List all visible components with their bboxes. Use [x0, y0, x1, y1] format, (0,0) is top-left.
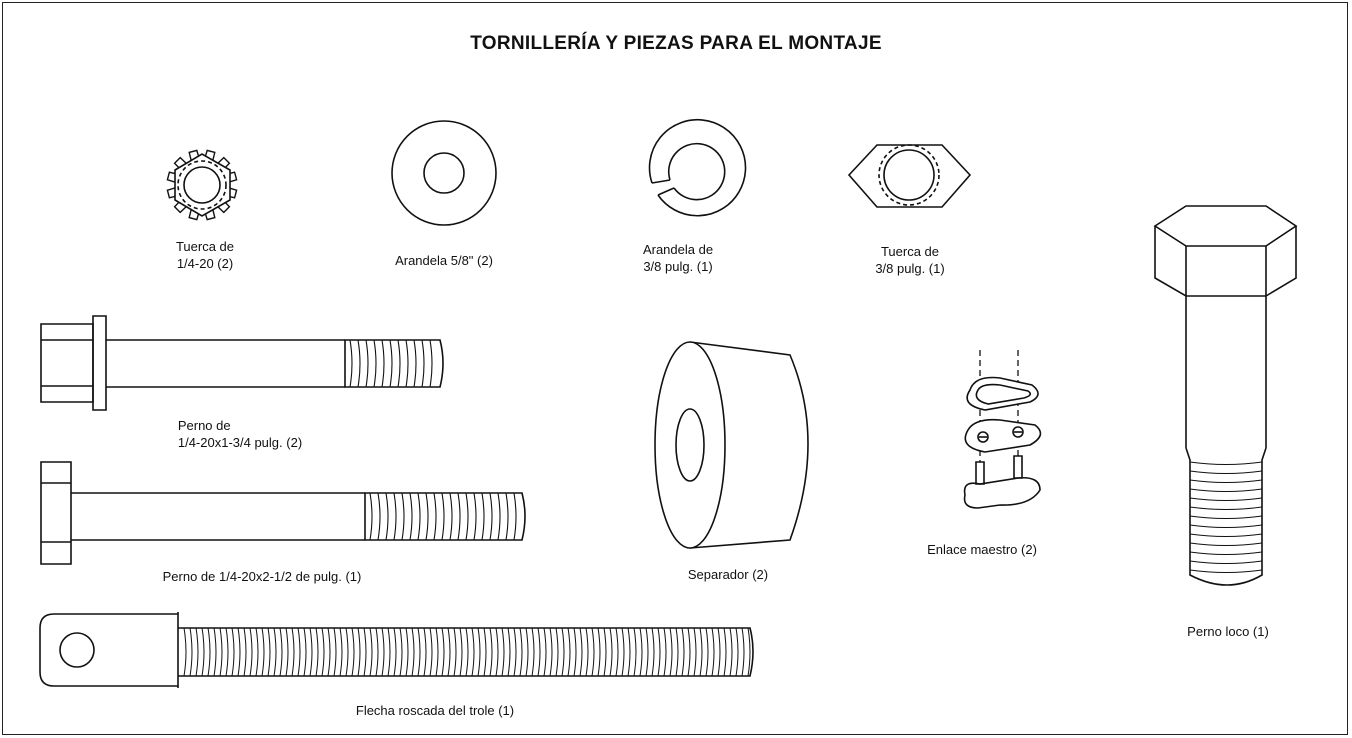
label-line: 1/4-20x1-3/4 pulg. (2) [177, 435, 303, 450]
idler-bolt-illustration [1155, 206, 1296, 585]
label-master-link: Enlace maestro (2) [927, 541, 1037, 558]
bolt-long-illustration [41, 462, 525, 564]
label-line: Perno de 1/4-20x2-1/2 de pulg. (1) [162, 569, 362, 584]
label-nut-3-8: Tuerca de 3/8 pulg. (1) [875, 243, 944, 277]
trolley-shaft-illustration [40, 612, 753, 688]
label-line: Tuerca de [880, 244, 940, 259]
label-line: Enlace maestro (2) [927, 542, 1037, 557]
label-nut-quarter: Tuerca de 1/4-20 (2) [176, 238, 234, 272]
nut-quarter-illustration [167, 150, 236, 219]
label-line: Flecha roscada del trole (1) [355, 703, 515, 718]
diagram-title: TORNILLERÍA Y PIEZAS PARA EL MONTAJE [470, 33, 882, 54]
label-line: 3/8 pulg. (1) [875, 261, 945, 276]
label-line: Tuerca de [175, 239, 235, 254]
label-line: Arandela 5/8" (2) [395, 253, 493, 268]
label-line: Separador (2) [687, 567, 769, 582]
label-line: 3/8 pulg. (1) [643, 259, 713, 274]
label-lock-washer: Arandela de 3/8 pulg. (1) [643, 241, 713, 275]
label-spacer: Separador (2) [688, 566, 768, 583]
label-line: 1/4-20 (2) [176, 256, 234, 271]
label-line: Perno loco (1) [1187, 624, 1269, 639]
lock-washer-illustration [650, 120, 746, 216]
nut-3-8-illustration [849, 145, 970, 207]
label-line: Perno de [177, 418, 231, 433]
label-line: Arandela de [642, 242, 714, 257]
label-idler-bolt: Perno loco (1) [1187, 623, 1269, 640]
spacer-illustration [655, 342, 808, 548]
master-link-illustration [965, 350, 1041, 508]
label-washer-5-8: Arandela 5/8" (2) [395, 252, 493, 269]
label-bolt-short: Perno de 1/4-20x1-3/4 pulg. (2) [178, 417, 302, 451]
washer-5-8-illustration [392, 121, 496, 225]
label-trolley-shaft: Flecha roscada del trole (1) [356, 702, 514, 719]
label-bolt-long: Perno de 1/4-20x2-1/2 de pulg. (1) [163, 568, 362, 585]
bolt-short-illustration [41, 316, 443, 410]
